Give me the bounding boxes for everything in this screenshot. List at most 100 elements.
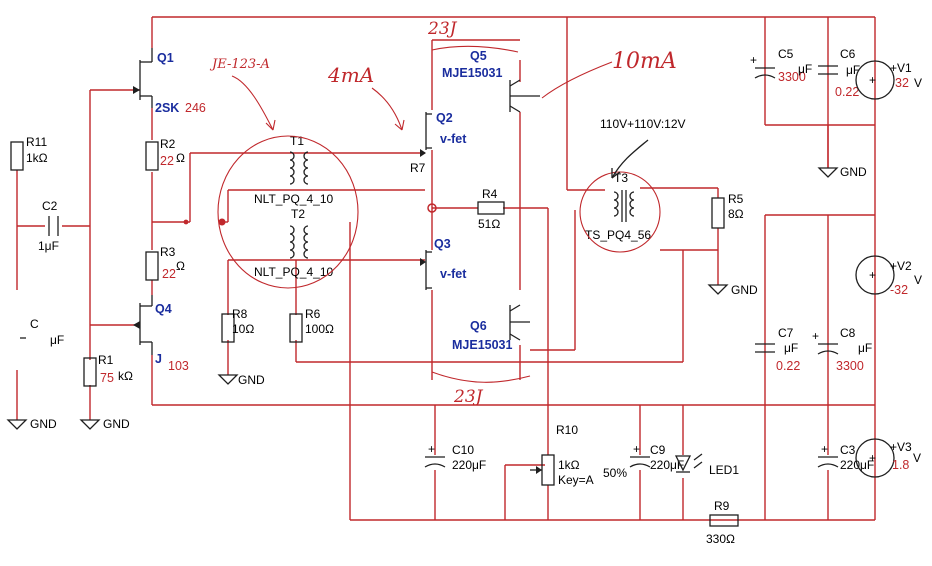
c8-value: μF (858, 341, 872, 355)
t3-model: TS_PQ4_56 (585, 228, 651, 242)
c2-ref: C2 (42, 199, 58, 213)
svg-text:+: + (428, 442, 435, 456)
scribble-q5: 23J (427, 19, 458, 39)
je-annotation: JE-123-A (209, 57, 270, 72)
svg-text:+: + (869, 451, 876, 465)
source-v1: + +V1 32 V (855, 60, 922, 100)
resistor-r8: R8 10Ω (221, 307, 254, 343)
v2-unit: V (914, 273, 922, 287)
r10-key: Key=A (558, 473, 594, 487)
transistor-q2: Q2 v-fet (420, 111, 467, 157)
current-4ma-annotation: 4mA (327, 63, 374, 87)
r9-ref: R9 (714, 499, 730, 513)
r6-ref: R6 (305, 307, 321, 321)
q4-ref: Q4 (155, 302, 172, 316)
r5-ref: R5 (728, 192, 744, 206)
potentiometer-r10: R10 1kΩ Key=A 50% (530, 423, 627, 487)
c5-ref: C5 (778, 47, 794, 61)
gnd-1: GND (6, 417, 57, 431)
gnd-label-5: GND (840, 165, 867, 179)
q5-model: MJE15031 (442, 66, 503, 80)
circle-t1-t2 (217, 135, 359, 289)
capacitor-c3: + C3 220μF (817, 442, 874, 472)
r6-value: 100Ω (305, 322, 334, 336)
gnd-label-4: GND (731, 283, 758, 297)
q2-type: v-fet (440, 132, 467, 146)
c8-value-red: 3300 (836, 359, 864, 373)
capacitor-c2: C2 1μF (38, 199, 59, 253)
hand-annotations: JE-123-A 4mA 10mA 110V+110V:12V 23J 23J (183, 19, 686, 407)
r10-position: 50% (603, 466, 627, 480)
q3-ref: Q3 (434, 237, 451, 251)
c7-value: μF (784, 341, 798, 355)
resistor-r3: R3 22 Ω (145, 245, 185, 281)
c7-ref: C7 (778, 326, 794, 340)
c6-ref: C6 (840, 47, 856, 61)
resistor-r6: R6 100Ω (289, 307, 334, 343)
resistor-r1: R1 75 kΩ (83, 353, 133, 387)
q6-ref: Q6 (470, 319, 487, 333)
c6-value-red: 0.22 (835, 85, 859, 99)
c8-ref: C8 (840, 326, 856, 340)
capacitor-c9: + C9 220μF (629, 442, 684, 472)
capacitor-c5: + C5 3300 μF (750, 47, 812, 84)
resistor-r2: R2 22 Ω (145, 137, 185, 171)
transistor-q4: Q4 J 103 (133, 295, 189, 373)
r1-ref: R1 (98, 353, 114, 367)
c1-value: μF (50, 333, 64, 347)
transistor-q1: Q1 2SK 246 (133, 48, 206, 115)
transistor-q6: Q6 MJE15031 (452, 304, 530, 352)
q3-type: v-fet (440, 267, 467, 281)
capacitor-c7: C7 μF 0.22 (755, 326, 800, 373)
v2-ref: +V2 (890, 259, 912, 273)
scribble-q6: 23J (453, 387, 484, 407)
svg-text:+: + (633, 442, 640, 456)
c2-value: 1μF (38, 239, 59, 253)
q2-ref: Q2 (436, 111, 453, 125)
r5-value: 8Ω (728, 207, 744, 221)
transistor-q5: Q5 MJE15031 (442, 49, 540, 113)
r1-unit: kΩ (118, 369, 133, 383)
svg-text:+: + (750, 53, 757, 67)
t2-model: NLT_PQ_4_10 (254, 265, 333, 279)
transistor-q3: Q3 v-fet (420, 237, 467, 290)
r1-value-prefix: 75 (100, 371, 114, 385)
led1-ref: LED1 (709, 463, 739, 477)
c1-ref: C (30, 317, 39, 331)
capacitor-c6: C6 μF 0.22 (818, 47, 860, 99)
r2-ref: R2 (160, 137, 176, 151)
led-1: LED1 (674, 453, 739, 477)
c5-value-red: 3300 (778, 70, 806, 84)
v2-value: -32 (890, 283, 908, 297)
source-v2: + +V2 -32 V (855, 255, 922, 297)
resistor-r11: R11 1kΩ (10, 135, 48, 171)
r3-value: 22 (162, 267, 176, 281)
c5-value: μF (798, 62, 812, 76)
gnd-5: GND (817, 125, 867, 179)
r4-value: 51Ω (478, 217, 500, 231)
gnd-label-1: GND (30, 417, 57, 431)
q1-model: 2SK (155, 101, 179, 115)
gnd-label-2: GND (103, 417, 130, 431)
gnd-label-3: GND (238, 373, 265, 387)
c10-value: 220μF (452, 458, 486, 472)
v1-unit: V (914, 76, 922, 90)
capacitor-c8: + C8 μF 3300 (812, 326, 872, 373)
resistor-r4: R4 51Ω (477, 187, 505, 231)
gnd-3: GND (217, 373, 265, 387)
c7-value-red: 0.22 (776, 359, 800, 373)
q4-model-suffix: 103 (168, 359, 189, 373)
wires (16, 16, 876, 521)
q4-model: J (155, 352, 162, 366)
transformer-t3: T3 TS_PQ4_56 (585, 171, 651, 242)
svg-text:+: + (869, 268, 876, 282)
gnd-4: GND (707, 283, 758, 297)
r11-value: 1kΩ (26, 151, 48, 165)
gnd-2: GND (79, 417, 130, 431)
q5-ref: Q5 (470, 49, 487, 63)
svg-text:+: + (869, 73, 876, 87)
q6-model: MJE15031 (452, 338, 513, 352)
r2-unit: Ω (176, 151, 185, 165)
